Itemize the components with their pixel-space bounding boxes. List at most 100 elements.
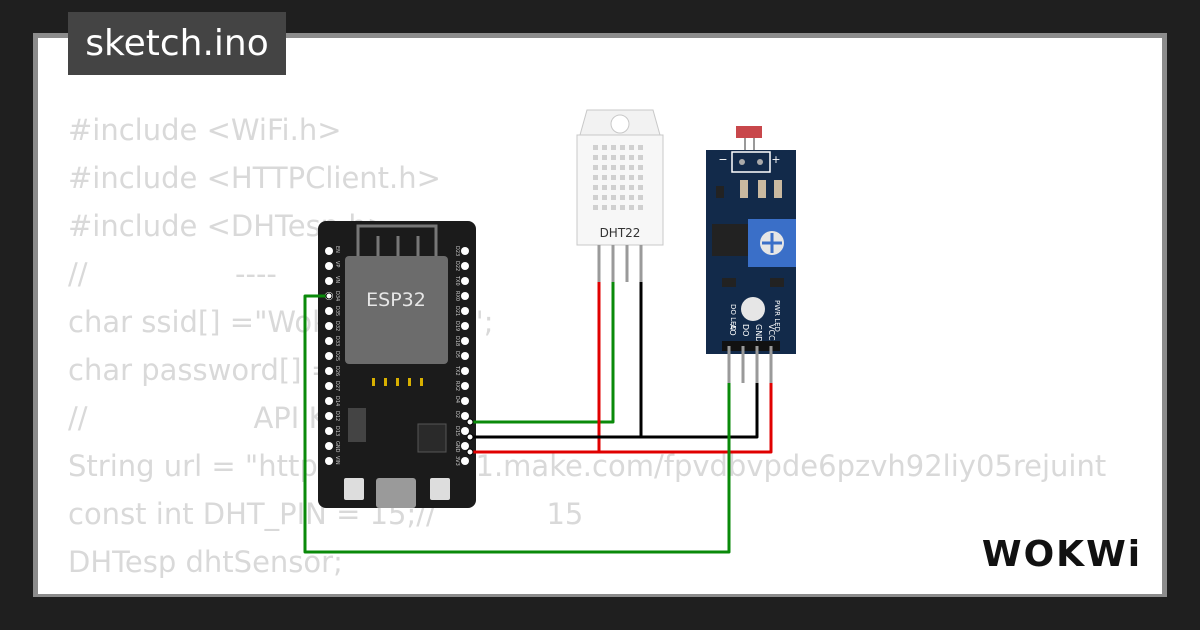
esp32-pin-hole[interactable] [461, 322, 469, 330]
dht22-grille-hole [602, 145, 607, 150]
dht22-grille-hole [593, 165, 598, 170]
dht22-grille-hole [611, 195, 616, 200]
dht22-grille-hole [629, 185, 634, 190]
esp32-board[interactable]: ESP32 ENVPVND34D35D32D33D25D26D27D14D12D… [318, 221, 476, 508]
usb-chip [417, 423, 447, 453]
esp32-pin-hole[interactable] [461, 412, 469, 420]
esp32-pin-label: D33 [334, 336, 340, 346]
dht22-grille-hole [638, 165, 643, 170]
dht22-grille-hole [620, 165, 625, 170]
dht22-grille-hole [638, 195, 643, 200]
dht22-sensor[interactable]: DHT22 [576, 109, 664, 282]
code-line: #include <HTTPClient.h> [68, 161, 441, 195]
esp32-pin-hole[interactable] [461, 427, 469, 435]
esp32-pin-hole[interactable] [461, 382, 469, 390]
dht22-grille-hole [593, 155, 598, 160]
pwr-led-label: PWR LED [773, 300, 781, 332]
ldr-module[interactable]: − + DO LED PWR LED AO DO GND VCC [706, 126, 796, 383]
gnd-pin-label: GND [754, 324, 763, 342]
dht22-grille-hole [602, 205, 607, 210]
dht22-grille-hole [620, 175, 625, 180]
esp32-pin-hole[interactable] [461, 337, 469, 345]
code-line: mkxD10ekrCQckcZnBhq64ff0LDVTRnBQUKE2AIB2 [68, 586, 1106, 594]
dht22-grille-hole [593, 145, 598, 150]
usb-port [376, 478, 416, 508]
dht22-grille-hole [638, 185, 643, 190]
dht22-grille-hole [620, 185, 625, 190]
esp32-pin-hole[interactable] [461, 307, 469, 315]
code-line: DHTesp dhtSensor; [68, 545, 343, 579]
esp32-pin-label: D19 [454, 321, 460, 331]
esp32-pin-label: D34 [334, 291, 340, 301]
dht22-grille-hole [611, 145, 616, 150]
esp32-pin-hole[interactable] [461, 442, 469, 450]
esp32-pin-label: D25 [334, 351, 340, 361]
esp32-pin-label: D26 [334, 366, 340, 376]
esp32-pin-label: D14 [334, 396, 340, 406]
esp32-pin-hole[interactable] [461, 367, 469, 375]
esp32-pin-label: 3V3 [454, 456, 460, 466]
esp32-pin-label: EN [334, 246, 340, 253]
dht22-grille-hole [593, 205, 598, 210]
wire-ldr-ao [303, 294, 731, 554]
esp32-pin-hole[interactable] [325, 307, 333, 315]
esp32-left-pins: ENVPVND34D35D32D33D25D26D27D14D12D13GNDV… [325, 246, 340, 465]
esp32-pin-hole[interactable] [325, 412, 333, 420]
do-led-label: DO LED [729, 304, 737, 331]
esp32-pin-hole[interactable] [461, 262, 469, 270]
esp32-pin-hole[interactable] [461, 292, 469, 300]
dht22-grille-hole [593, 185, 598, 190]
esp32-pin-hole[interactable] [461, 247, 469, 255]
esp32-pin-hole[interactable] [461, 277, 469, 285]
dht22-grille-hole [638, 175, 643, 180]
dht22-grille-hole [602, 195, 607, 200]
esp32-right-pins: D23D22TX0RX0D21D19D18D5TX2RX2D4D2D15GND3… [454, 246, 469, 466]
dht22-grille-hole [620, 155, 625, 160]
esp32-pin-label: D18 [454, 336, 460, 346]
ldr-photoresistor [736, 126, 762, 138]
dht22-grille-hole [629, 155, 634, 160]
ao-pin-label: AO [728, 324, 737, 336]
wire-ldr-vcc [599, 383, 773, 454]
wokwi-logo: WOKWi [982, 534, 1140, 575]
esp32-pin-hole[interactable] [461, 352, 469, 360]
esp32-pin-hole[interactable] [461, 457, 469, 465]
esp32-pin-label: VIN [334, 456, 340, 465]
esp32-pin-hole[interactable] [325, 382, 333, 390]
esp32-pin-hole[interactable] [325, 322, 333, 330]
esp32-pin-hole[interactable] [325, 457, 333, 465]
esp32-pin-hole[interactable] [325, 367, 333, 375]
esp32-pin-label: D32 [334, 321, 340, 331]
module-pads [372, 378, 423, 386]
dht22-grille-hole [602, 155, 607, 160]
esp32-pin-hole[interactable] [325, 397, 333, 405]
en-button[interactable] [430, 478, 450, 500]
esp32-pin-hole[interactable] [325, 352, 333, 360]
dht22-grille-hole [629, 205, 634, 210]
boot-button[interactable] [344, 478, 364, 500]
esp32-pin-hole[interactable] [325, 427, 333, 435]
wire-ldr-gnd [641, 383, 759, 439]
esp32-pin-label: D13 [334, 426, 340, 436]
dht22-grille-hole [629, 145, 634, 150]
esp32-pin-hole[interactable] [325, 442, 333, 450]
esp32-pin-label: RX0 [454, 291, 460, 301]
esp32-pin-label: D12 [334, 411, 340, 421]
esp32-pin-hole[interactable] [325, 337, 333, 345]
dht22-grille-hole [620, 195, 625, 200]
dht22-grille-hole [638, 205, 643, 210]
dht22-pins [597, 245, 643, 282]
esp32-pin-hole[interactable] [325, 247, 333, 255]
sketch-filename-tab[interactable]: sketch.ino [68, 12, 286, 75]
dht22-grille-hole [593, 195, 598, 200]
esp32-pin-label: GND [334, 441, 340, 453]
wire-dht-data [470, 282, 615, 424]
esp32-pin-hole[interactable] [461, 397, 469, 405]
dht22-grille-hole [602, 185, 607, 190]
dht22-grille-hole [611, 155, 616, 160]
esp32-pin-hole[interactable] [325, 277, 333, 285]
esp32-pin-label: D21 [454, 306, 460, 316]
esp32-pin-hole[interactable] [325, 262, 333, 270]
dht22-grille-hole [611, 165, 616, 170]
